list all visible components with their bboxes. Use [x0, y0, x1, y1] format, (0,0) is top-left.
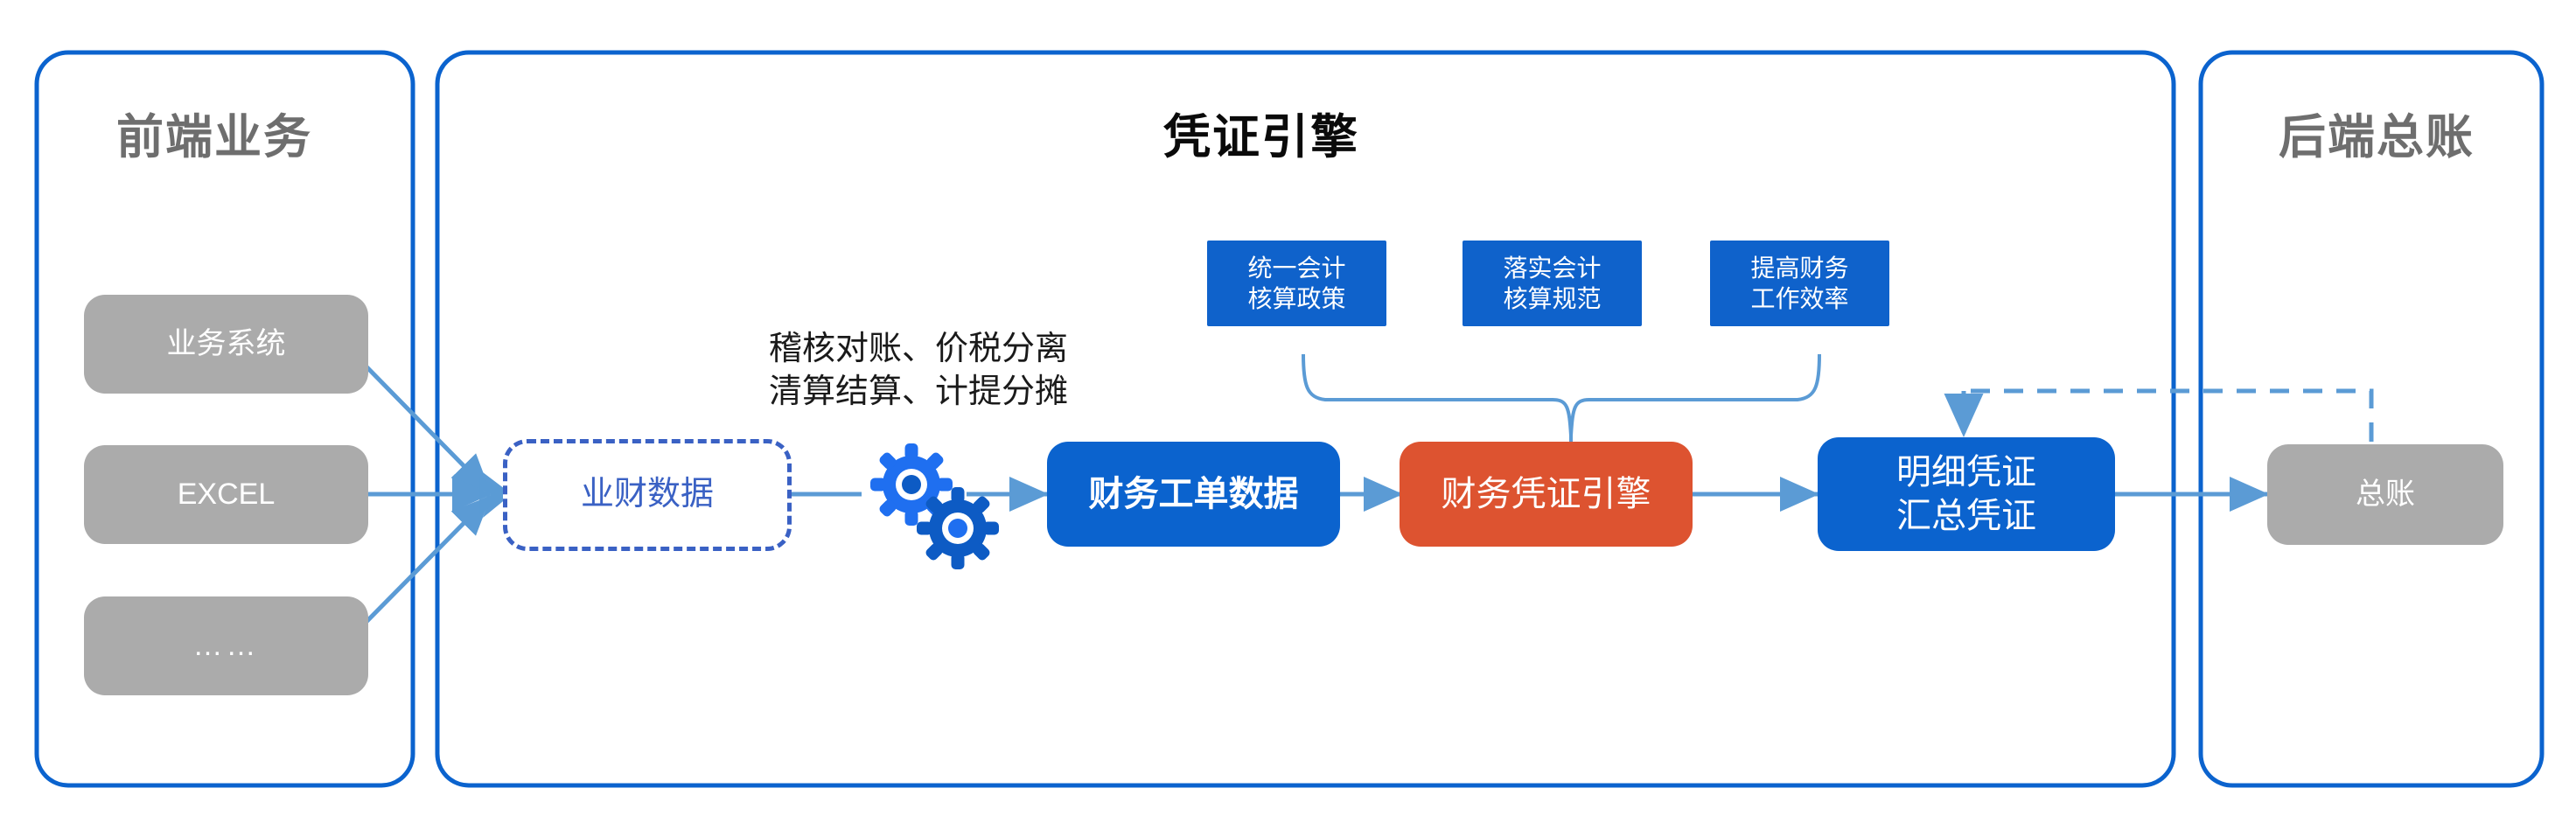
step-line-1: 明细凭证: [1896, 453, 2036, 492]
collector-box-business-finance-data[interactable]: 业财数据: [503, 439, 792, 551]
badge-line-2: 核算规范: [1503, 285, 1602, 312]
badge-text: 提高财务 工作效率: [1750, 253, 1848, 314]
source-label: ……: [192, 629, 260, 663]
step-box-voucher-outputs[interactable]: 明细凭证 汇总凭证: [1818, 437, 2115, 551]
ledger-label: 总账: [2356, 478, 2415, 512]
right-panel-title: 后端总账: [2279, 111, 2475, 164]
collector-label: 业财数据: [580, 476, 714, 513]
step-label: 财务凭证引擎: [1441, 475, 1651, 513]
process-annotation: 稽核对账、价税分离 清算结算、计提分摊: [768, 331, 1068, 411]
badge-brace-connector: [1302, 353, 1821, 436]
step-line-2: 汇总凭证: [1896, 497, 2036, 535]
badge-accounting-standard[interactable]: 落实会计 核算规范: [1463, 241, 1642, 326]
ledger-box-general-ledger[interactable]: 总账: [2267, 444, 2503, 545]
badge-finance-efficiency[interactable]: 提高财务 工作效率: [1710, 241, 1889, 326]
step-box-finance-worksheet-data[interactable]: 财务工单数据: [1047, 442, 1340, 547]
step-box-finance-voucher-engine[interactable]: 财务凭证引擎: [1400, 442, 1693, 547]
step-text: 明细凭证 汇总凭证: [1896, 450, 2036, 538]
source-box-excel[interactable]: EXCEL: [84, 445, 368, 544]
feedback-dashed-line: [1964, 388, 2374, 442]
center-panel-frame: [435, 50, 2176, 788]
badge-line-1: 落实会计: [1503, 255, 1602, 282]
center-panel-title: 凭证引擎: [1163, 111, 1359, 164]
gears-icon: [870, 443, 999, 569]
right-panel-frame: [2198, 50, 2545, 788]
badge-line-1: 提高财务: [1750, 255, 1849, 282]
badge-line-1: 统一会计: [1247, 255, 1346, 282]
badge-line-2: 工作效率: [1750, 285, 1849, 312]
step-label: 财务工单数据: [1088, 475, 1299, 513]
arrow-source-3: [348, 495, 492, 640]
source-label: EXCEL: [177, 478, 276, 512]
badge-text: 落实会计 核算规范: [1503, 253, 1601, 314]
badge-line-2: 核算政策: [1247, 285, 1346, 312]
badge-text: 统一会计 核算政策: [1247, 253, 1345, 314]
source-box-others[interactable]: ……: [84, 596, 368, 695]
arrow-source-1: [348, 348, 492, 494]
source-box-business-system[interactable]: 业务系统: [84, 295, 368, 394]
left-panel-frame: [34, 50, 415, 788]
source-label: 业务系统: [166, 327, 286, 361]
left-panel-title: 前端业务: [116, 111, 312, 164]
badge-unified-accounting-policy[interactable]: 统一会计 核算政策: [1207, 241, 1386, 326]
merge-funnel-icon: [479, 472, 512, 518]
